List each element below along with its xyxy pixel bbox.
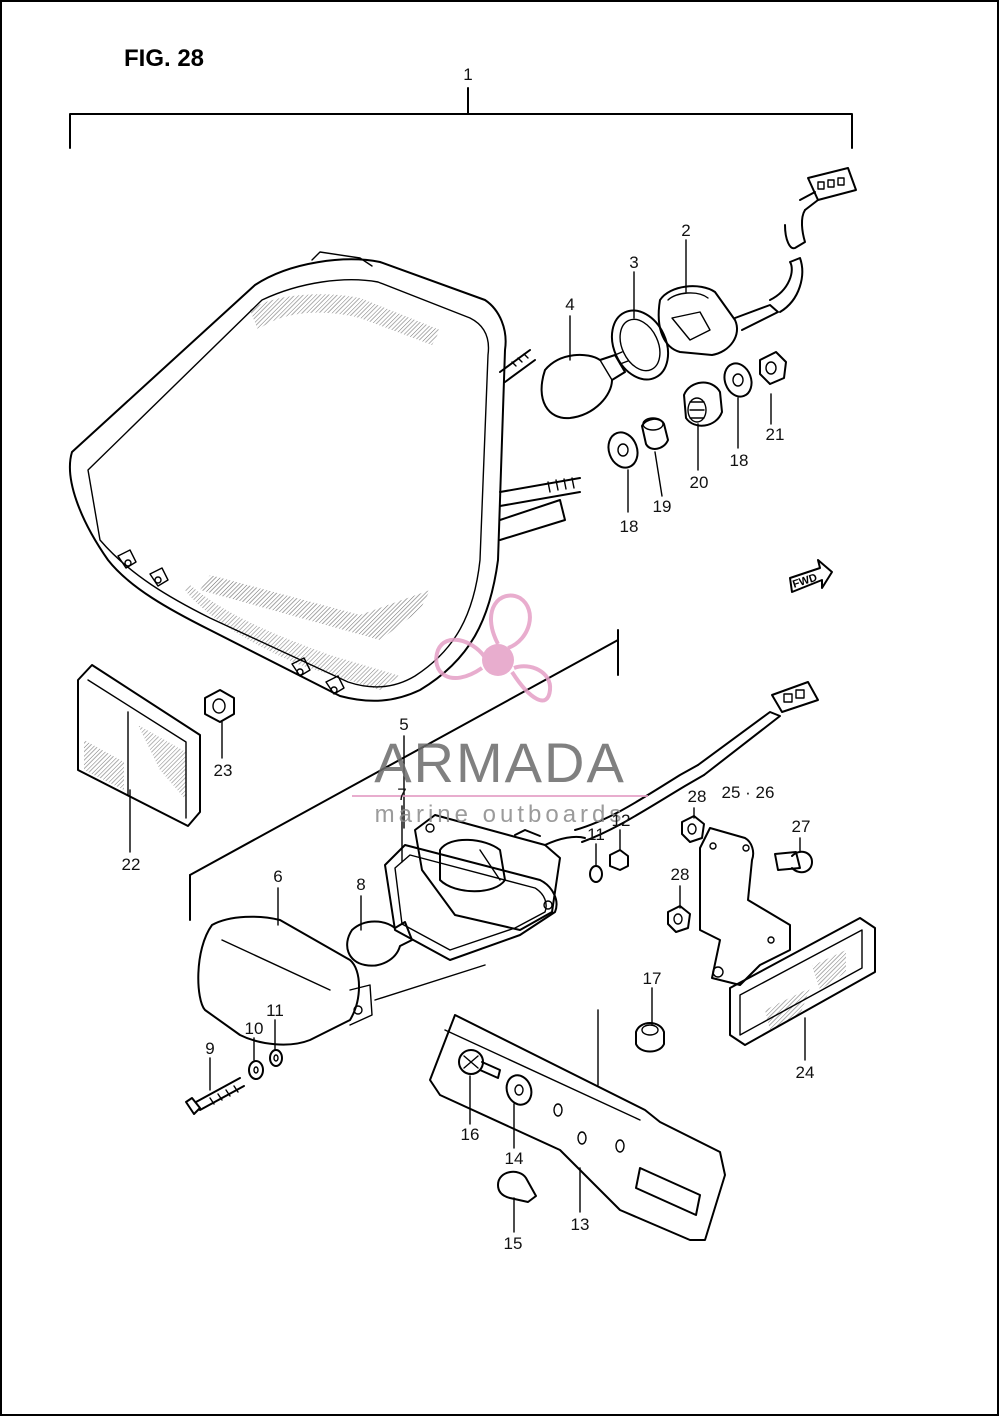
- rear-reflector: [77, 664, 201, 827]
- plate-washer: [505, 1074, 533, 1106]
- license-lamp-lens: [197, 915, 373, 1046]
- license-plate-bracket: [429, 1009, 726, 1241]
- small-fasteners-upper: [607, 351, 787, 469]
- reflector-bracket: [699, 827, 791, 986]
- callout-20: 20: [690, 473, 709, 492]
- callout-6: 6: [273, 867, 282, 886]
- callout-27: 27: [792, 817, 811, 836]
- lamp-small-fasteners: [248, 849, 629, 1080]
- callout-3: 3: [629, 253, 638, 272]
- fwd-label: FWD: [791, 572, 819, 591]
- propeller-logo: [434, 593, 553, 703]
- plate-cushion: [497, 1170, 537, 1203]
- callout-14: 14: [505, 1149, 524, 1168]
- callout-12: 12: [612, 811, 631, 830]
- callout-16: 16: [461, 1125, 480, 1144]
- leader-lines: [129, 239, 806, 1233]
- license-bulb: [346, 920, 413, 967]
- callout-8: 8: [356, 875, 365, 894]
- callout-1: 1: [463, 65, 472, 84]
- callout-9: 9: [205, 1039, 214, 1058]
- license-lamp-housing: [414, 814, 586, 931]
- socket-gasket: [610, 309, 670, 381]
- tail-lamp-lens: [68, 251, 581, 702]
- callout-7: 7: [397, 785, 406, 804]
- license-lamp-wire: [574, 681, 819, 843]
- watermark-tagline: marine outboards: [375, 801, 626, 828]
- callout-5: 5: [399, 715, 408, 734]
- callout-13: 13: [571, 1215, 590, 1234]
- side-reflector: [729, 917, 876, 1046]
- callout-28-upper: 28: [688, 787, 707, 806]
- figure-title: FIG. 28: [124, 45, 204, 72]
- callout-4: 4: [565, 295, 574, 314]
- callout-11-lower: 11: [266, 1001, 284, 1020]
- callout-21: 21: [766, 425, 785, 444]
- callout-15: 15: [504, 1234, 523, 1253]
- callout-18-right: 18: [730, 451, 749, 470]
- lamp-screw: [185, 1077, 245, 1115]
- watermark: ARMADA marine outboards: [352, 593, 648, 828]
- callout-18-lower: 18: [620, 517, 639, 536]
- bulb-socket: [657, 167, 857, 356]
- lamp-base-gasket: [384, 844, 558, 961]
- callout-25-26: 25 · 26: [722, 783, 775, 802]
- fwd-direction-arrow: FWD: [789, 559, 833, 593]
- callout-17: 17: [643, 969, 662, 988]
- callout-23: 23: [214, 761, 233, 780]
- callout-labels: 1 2 3 4 5 6 7 8 9 10 11 11 12 13 14 15 1…: [122, 65, 815, 1253]
- callout-2: 2: [681, 221, 690, 240]
- callout-11-upper: 11: [587, 825, 605, 844]
- tail-bulb: [540, 351, 629, 420]
- bracket-nut: [635, 1022, 665, 1053]
- callout-28-lower: 28: [671, 865, 690, 884]
- watermark-brand: ARMADA: [374, 731, 626, 794]
- assembly-bracket: [69, 87, 853, 149]
- callout-10: 10: [245, 1019, 264, 1038]
- callout-19: 19: [653, 497, 672, 516]
- plate-screw: [458, 1049, 501, 1079]
- callout-22: 22: [122, 855, 141, 874]
- bracket-bolt: [774, 850, 813, 874]
- callout-24: 24: [796, 1063, 815, 1082]
- reflector-nut: [204, 689, 235, 723]
